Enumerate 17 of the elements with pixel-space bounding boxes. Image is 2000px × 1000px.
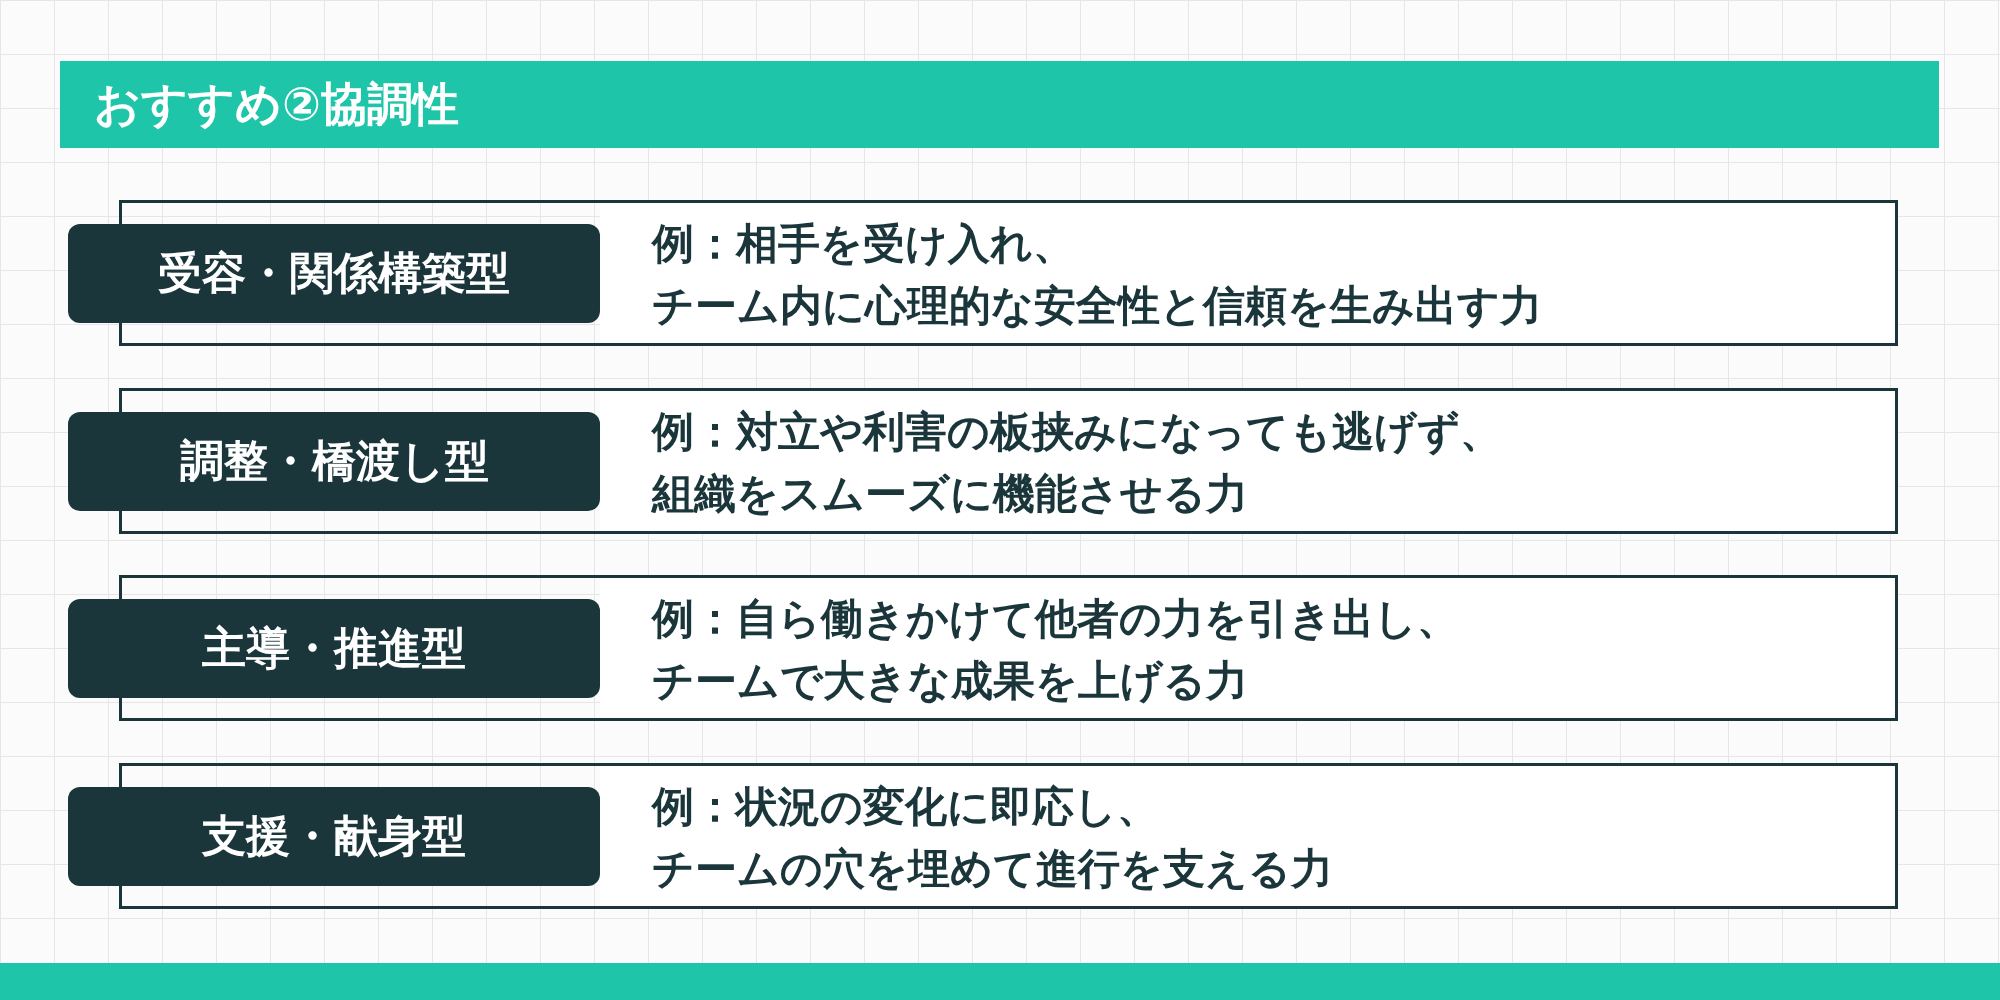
description-text: チーム内に心理的な安全性と信頼を生み出す力 bbox=[652, 281, 1542, 332]
description-text: 例：対立や利害の板挟みになっても逃げず、 bbox=[652, 407, 1502, 458]
description-text: 例：相手を受け入れ、 bbox=[652, 219, 1075, 270]
type-label: 支援・献身型 bbox=[68, 787, 600, 886]
description-box bbox=[600, 388, 1898, 534]
description-text: チームで大きな成果を上げる力 bbox=[652, 656, 1248, 707]
description-box bbox=[600, 575, 1898, 721]
title: おすすめ②協調性 bbox=[94, 75, 459, 133]
description-text: 例：状況の変化に即応し、 bbox=[652, 782, 1159, 833]
description-text: 組織をスムーズに機能させる力 bbox=[652, 469, 1248, 520]
description-box bbox=[600, 763, 1898, 909]
description-text: 例：自ら働きかけて他者の力を引き出し、 bbox=[652, 594, 1459, 645]
type-label: 調整・橋渡し型 bbox=[68, 412, 600, 511]
description-box bbox=[600, 200, 1898, 346]
type-label: 主導・推進型 bbox=[68, 599, 600, 698]
description-text: チームの穴を埋めて進行を支える力 bbox=[652, 844, 1333, 895]
type-label: 受容・関係構築型 bbox=[68, 224, 600, 323]
